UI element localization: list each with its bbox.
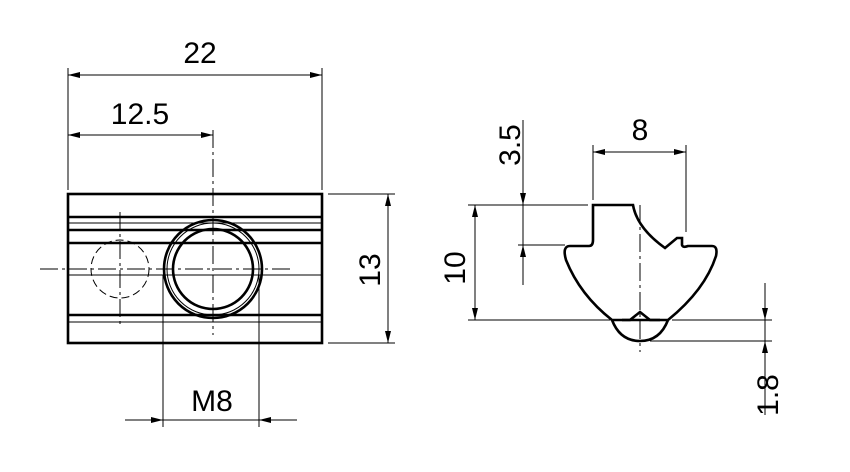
nut-outline [66, 192, 324, 345]
dim-height: 13 [354, 253, 387, 286]
dim-step-height: 3.5 [494, 124, 527, 166]
dim-overall-length: 22 [183, 37, 216, 70]
dim-hole-offset: 12.5 [111, 98, 169, 131]
front-view: 22 12.5 13 M8 [40, 37, 395, 427]
dim-overall-height: 10 [439, 251, 472, 284]
side-view: 10 3.5 8 1.8 [439, 114, 785, 416]
bottom-bump [610, 310, 670, 343]
dim-width-top: 8 [632, 114, 649, 147]
dim-bump-depth: 1.8 [752, 374, 785, 416]
profile-outline [563, 203, 718, 322]
groove-lines [68, 215, 322, 323]
dim-thread: M8 [191, 385, 233, 418]
